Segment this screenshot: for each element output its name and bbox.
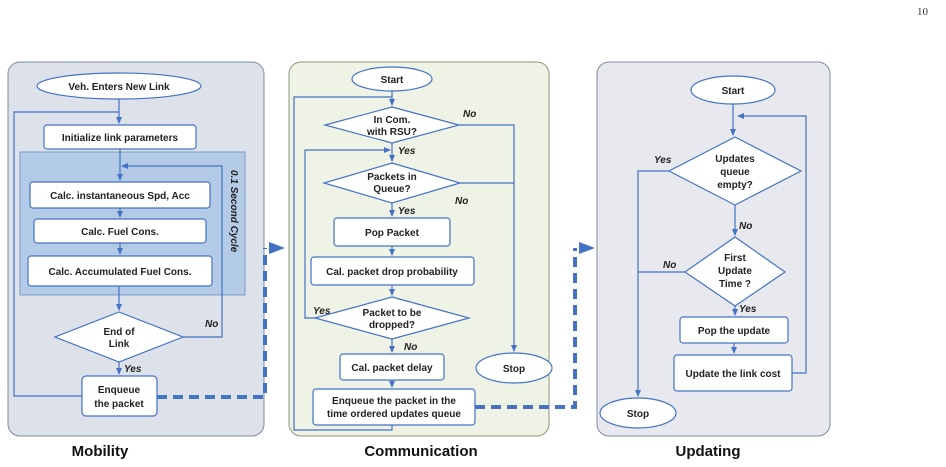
- first-update-yes: Yes: [739, 304, 757, 315]
- queue-empty-label-3: empty?: [717, 180, 753, 191]
- updating-panel: Start Updates queue empty? Yes No First …: [596, 61, 831, 437]
- calc-accum-label: Calc. Accumulated Fuel Cons.: [49, 267, 192, 278]
- cycle-label: 0.1 Second Cycle: [228, 170, 239, 253]
- in-com-yes: Yes: [398, 146, 416, 157]
- drop-prob-label: Cal. packet drop probability: [326, 267, 458, 278]
- comm-enqueue-label-2: time ordered updates queue: [327, 409, 461, 420]
- communication-panel-bg: [288, 61, 550, 437]
- drop-decision-label-1: Packet to be: [363, 308, 422, 319]
- page-number: 10: [917, 6, 929, 18]
- queue-empty-label-1: Updates: [715, 154, 755, 165]
- calc-fuel-label: Calc. Fuel Cons.: [81, 227, 159, 238]
- update-stop-label: Stop: [627, 409, 649, 420]
- communication-title: Communication: [364, 443, 477, 460]
- packet-delay-label: Cal. packet delay: [351, 363, 433, 374]
- calc-accum-box: [27, 255, 213, 287]
- in-com-no: No: [463, 109, 476, 120]
- updating-title: Updating: [676, 443, 741, 460]
- first-update-label-1: First: [724, 253, 746, 264]
- mobility-enqueue-label-1: Enqueue: [98, 385, 141, 396]
- mobility-start-label: Veh. Enters New Link: [68, 82, 170, 93]
- pop-update-label: Pop the update: [698, 326, 771, 337]
- mobility-enqueue-label-2: the packet: [94, 399, 144, 410]
- dashed-link-1: [157, 242, 285, 399]
- init-label: Initialize link parameters: [62, 133, 179, 144]
- queue-empty-label-2: queue: [720, 167, 750, 178]
- queue-empty-yes: Yes: [654, 155, 672, 166]
- end-of-link-label-1: End of: [103, 327, 135, 338]
- mobility-connectors: [13, 99, 223, 397]
- in-com-label-2: with RSU?: [366, 127, 417, 138]
- end-of-link-yes: Yes: [124, 364, 142, 375]
- mobility-panel: Veh. Enters New Link Initialize link par…: [7, 61, 265, 437]
- first-update-label-3: Time ?: [719, 279, 751, 290]
- comm-stop-node: [475, 352, 553, 384]
- packets-queue-label-2: Queue?: [373, 184, 410, 195]
- communication-panel: Start In Com. with RSU? No Yes Packets i…: [288, 61, 553, 437]
- update-cost-label: Update the link cost: [685, 369, 781, 380]
- communication-connectors: [293, 91, 517, 431]
- first-update-label-2: Update: [718, 266, 752, 277]
- dashed-link-2: [475, 242, 595, 409]
- end-of-link-label-2: Link: [109, 339, 130, 350]
- update-stop-node: [599, 397, 677, 429]
- queue-empty-no: No: [739, 221, 752, 232]
- comm-enqueue-label-1: Enqueue the packet in the: [332, 396, 456, 407]
- update-start-label: Start: [722, 86, 745, 97]
- packets-queue-label-1: Packets in: [367, 172, 416, 183]
- comm-start-label: Start: [381, 75, 404, 86]
- first-update-no: No: [663, 260, 676, 271]
- mobility-enqueue-box: [81, 375, 158, 417]
- comm-stop-label: Stop: [503, 364, 525, 375]
- pop-packet-label: Pop Packet: [365, 228, 420, 239]
- drop-decision-label-2: dropped?: [369, 320, 415, 331]
- updating-connectors: [635, 104, 807, 397]
- calc-speed-label: Calc. instantaneous Spd, Acc: [50, 191, 190, 202]
- packets-queue-yes: Yes: [398, 206, 416, 217]
- in-com-label-1: In Com.: [374, 115, 411, 126]
- mobility-title: Mobility: [72, 443, 129, 460]
- end-of-link-no: No: [205, 319, 218, 330]
- drop-decision-yes: Yes: [313, 306, 331, 317]
- packets-queue-no: No: [455, 196, 468, 207]
- drop-decision-no: No: [404, 342, 417, 353]
